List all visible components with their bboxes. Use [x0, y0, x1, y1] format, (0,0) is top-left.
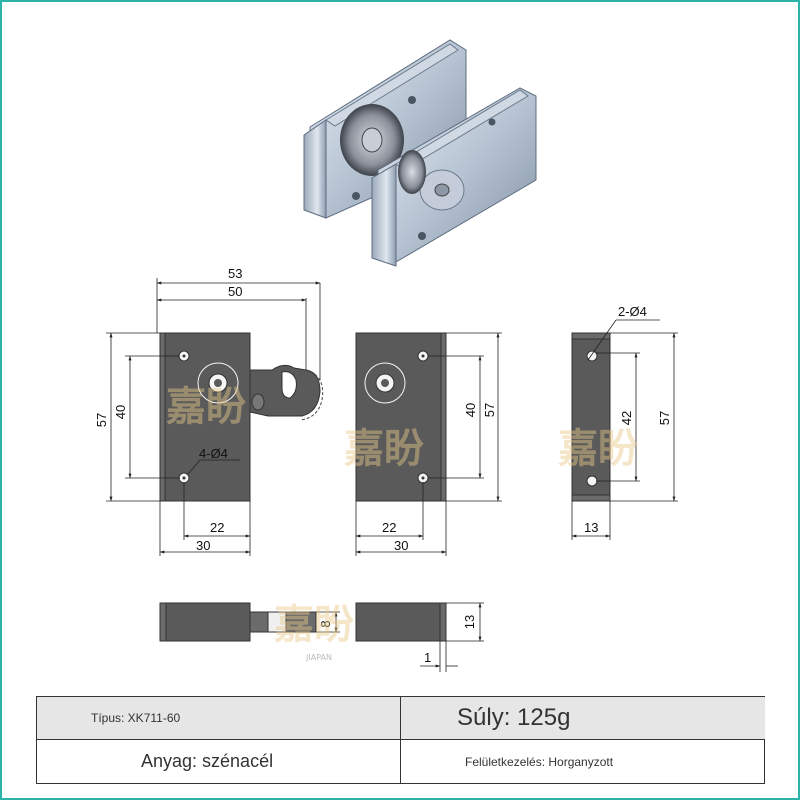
side-view-dimensions: [571, 319, 678, 540]
spec-weight: Súly: 125g: [401, 697, 765, 740]
spec-finish: Felületkezelés: Horganyzott: [465, 754, 614, 769]
back-view-dimensions: [355, 332, 502, 556]
dim-back-width: 30: [394, 538, 408, 553]
watermark-logo: 嘉盼: [166, 384, 246, 430]
dim-side-holes: 2-Ø4: [618, 304, 647, 319]
front-view-dimensions: [106, 278, 321, 556]
dim-front-total-width: 53: [228, 266, 242, 281]
front-view: [159, 332, 324, 502]
dim-back-height: 57: [482, 403, 497, 417]
product-photo: [303, 39, 537, 267]
dim-side-hole-spacing: 42: [619, 411, 634, 425]
dim-side-width: 13: [584, 520, 598, 535]
dim-front-hole-offset: 22: [210, 520, 224, 535]
watermark-text: JIAPAN: [305, 653, 332, 662]
bottom-view: [159, 602, 447, 642]
spec-table: Típus: XK711-60 Súly: 125g Anyag: szénac…: [36, 696, 765, 784]
dim-bottom-offset: 1: [424, 650, 431, 665]
dim-bottom-height: 13: [462, 615, 477, 629]
dim-front-width: 30: [196, 538, 210, 553]
dim-back-hole-offset: 22: [382, 520, 396, 535]
dim-side-height: 57: [657, 411, 672, 425]
dim-front-body-width: 50: [228, 284, 242, 299]
watermark-logo: 嘉盼: [558, 426, 638, 472]
dim-back-hole-spacing: 40: [463, 403, 478, 417]
side-view: [571, 332, 611, 502]
spec-material: Anyag: szénacél: [37, 740, 401, 783]
bottom-view-dimensions: [316, 602, 484, 672]
watermark-logo: 嘉盼: [344, 426, 424, 472]
back-view: [355, 332, 447, 502]
dim-front-hole-spacing: 40: [113, 405, 128, 419]
dim-front-height: 57: [94, 413, 109, 427]
spec-type: Típus: XK711-60: [37, 697, 401, 740]
watermark-logo: 嘉盼: [274, 602, 354, 648]
dim-front-holes: 4-Ø4: [199, 446, 228, 461]
dim-bottom-gap: 8: [318, 620, 333, 627]
technical-drawing: 53 50 57 40 4-Ø4 22 30 40 57 22 30: [94, 39, 678, 672]
